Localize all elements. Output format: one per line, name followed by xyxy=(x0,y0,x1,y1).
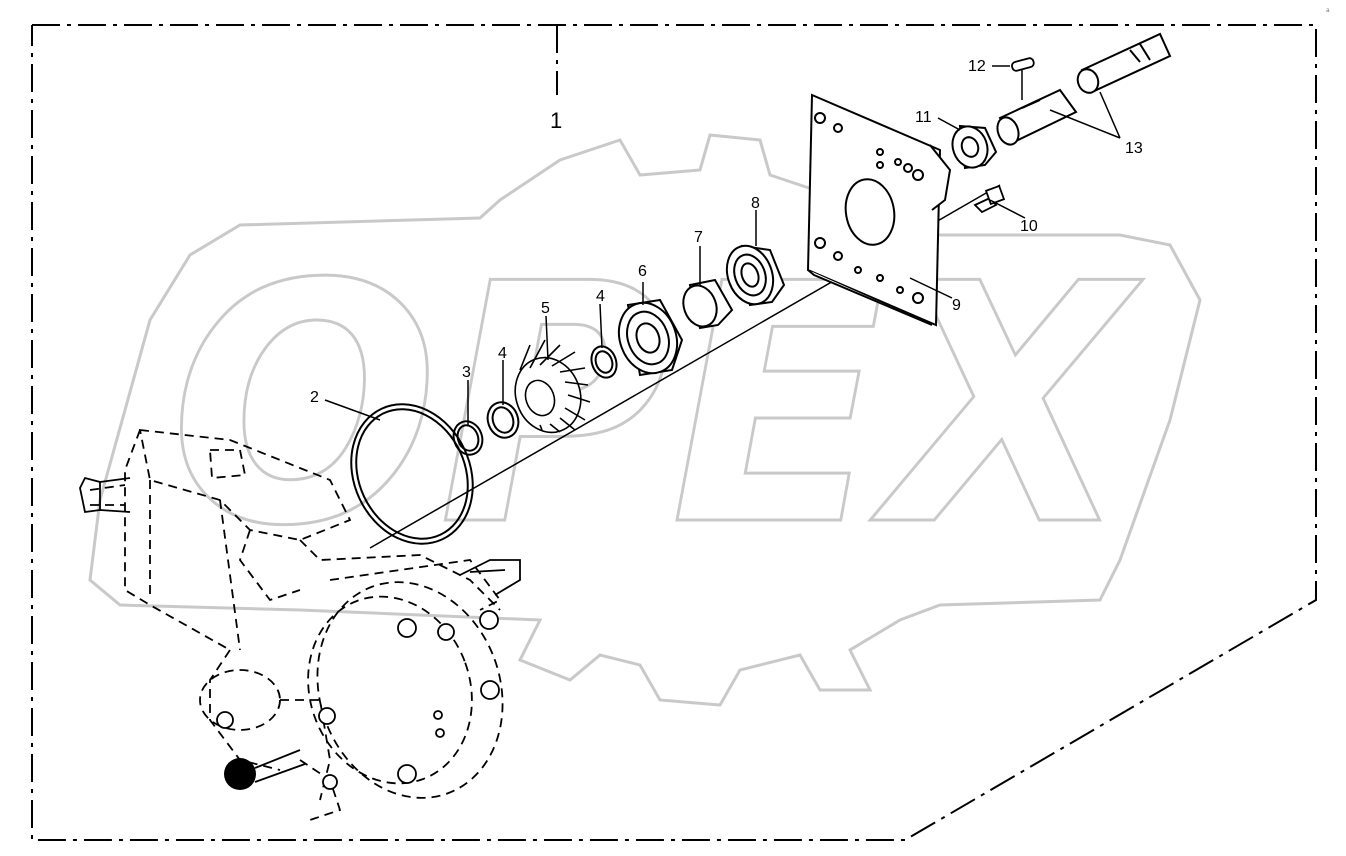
part-12-key xyxy=(1011,57,1035,72)
bolt-icon xyxy=(437,623,455,641)
gearbox-right-shaft xyxy=(459,559,521,596)
part-4-washer-a xyxy=(486,401,520,439)
bolt-icon xyxy=(216,711,234,729)
bolt-icon xyxy=(480,680,500,700)
gearbox-bolts xyxy=(216,610,500,790)
callout-10: 10 xyxy=(1020,218,1038,235)
part-3-circlip xyxy=(452,420,484,456)
bolt-icon xyxy=(322,774,338,790)
callout-4a: 4 xyxy=(498,345,507,362)
gearbox-left-shaft xyxy=(79,476,131,514)
assembly-number-label: 1 xyxy=(550,108,562,133)
callout-12: 12 xyxy=(968,58,986,75)
callout-4b: 4 xyxy=(596,288,605,305)
gearbox-housing xyxy=(89,428,504,821)
callout-11: 11 xyxy=(915,109,932,126)
callout-5: 5 xyxy=(541,300,550,317)
part-8-bearing xyxy=(725,244,786,307)
callout-3: 3 xyxy=(462,364,471,381)
callout-8: 8 xyxy=(751,195,760,212)
callout-13: 13 xyxy=(1125,140,1143,157)
callout-leader-lines xyxy=(324,65,1121,425)
part-7-spacer xyxy=(682,278,734,330)
hole-icon xyxy=(433,710,443,720)
part-10-screw xyxy=(973,184,1006,214)
part-6-bearing xyxy=(617,298,684,377)
hole-icon xyxy=(435,728,445,738)
part-4-washer-b xyxy=(590,345,618,379)
part-5-bevel-gear xyxy=(514,339,591,434)
corner-mark: a xyxy=(1326,7,1330,14)
callout-9: 9 xyxy=(952,297,961,314)
callout-2: 2 xyxy=(310,389,319,406)
bolt-icon xyxy=(397,764,417,784)
watermark-text: OPEX xyxy=(170,214,1143,598)
callout-6: 6 xyxy=(638,263,647,280)
knob-stem xyxy=(254,749,306,783)
drain-plug-knob xyxy=(224,758,256,790)
part-11-seal xyxy=(951,124,998,170)
part-9-flange-plate xyxy=(806,93,952,327)
part-13-shaft-long xyxy=(1076,32,1172,94)
assembly-boundary xyxy=(31,24,1317,841)
part-13-shaft-short xyxy=(996,88,1078,146)
bolt-icon xyxy=(397,618,417,638)
callout-7: 7 xyxy=(694,229,703,246)
bolt-icon xyxy=(479,610,499,630)
bolt-icon xyxy=(318,707,336,725)
